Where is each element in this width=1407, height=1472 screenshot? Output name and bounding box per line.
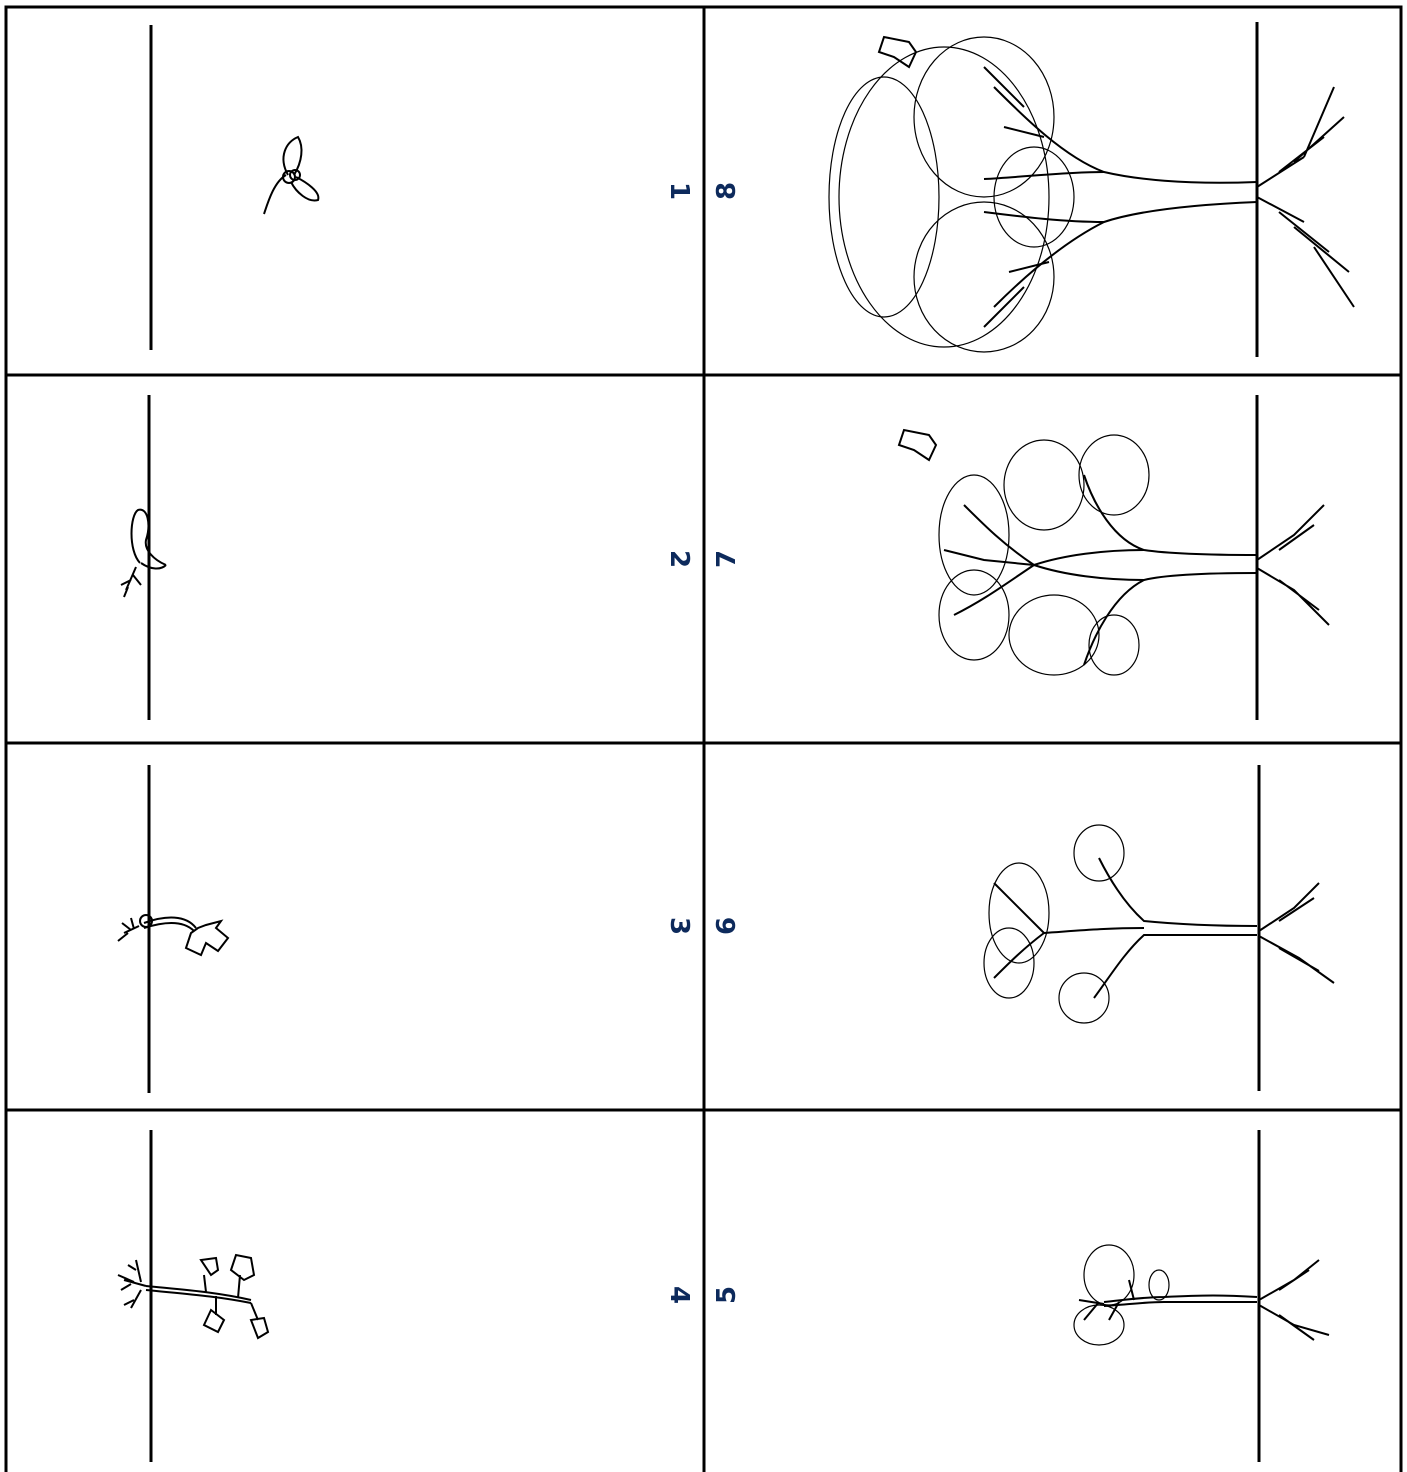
seedling-drawing (6, 1110, 704, 1472)
panel-6: 6 (704, 743, 1401, 1110)
panel-number-4: 4 (666, 1280, 692, 1310)
panel-2: 2 (6, 375, 704, 743)
mature-tree-drawing (704, 7, 1401, 375)
panel-number-5: 5 (714, 1280, 740, 1310)
panel-number-8: 8 (714, 176, 740, 206)
panel-5: 5 (704, 1110, 1401, 1472)
panel-3: 3 (6, 743, 704, 1110)
young-tree-drawing (704, 743, 1401, 1110)
panel-1: 1 (6, 7, 704, 375)
panel-number-3: 3 (666, 911, 692, 941)
germinating-seed-drawing (6, 375, 704, 743)
seed-drawing (6, 7, 704, 375)
panel-number-7: 7 (714, 544, 740, 574)
panel-7: 7 (704, 375, 1401, 743)
panel-number-6: 6 (714, 911, 740, 941)
panel-8: 8 (704, 7, 1401, 375)
sprout-drawing (6, 743, 704, 1110)
growing-tree-drawing (704, 375, 1401, 743)
panel-4: 4 (6, 1110, 704, 1472)
panel-number-2: 2 (666, 544, 692, 574)
panel-number-1: 1 (666, 176, 692, 206)
sapling-drawing (704, 1110, 1401, 1472)
